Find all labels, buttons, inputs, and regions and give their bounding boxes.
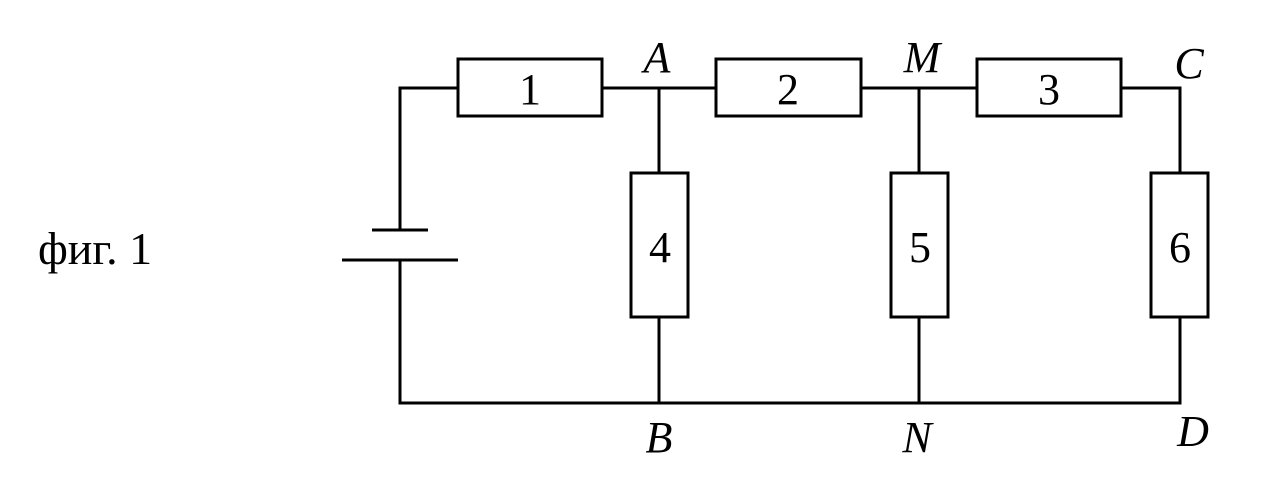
resistor-6-label: 6 xyxy=(1169,223,1191,272)
resistor-1: 1 xyxy=(456,57,604,118)
resistor-4: 4 xyxy=(629,171,690,319)
node-labels: A M C B N D xyxy=(641,33,1210,462)
node-label-m: M xyxy=(903,33,943,82)
battery-icon xyxy=(342,228,458,262)
node-label-n: N xyxy=(901,413,934,462)
resistor-5-label: 5 xyxy=(909,223,931,272)
resistor-1-body xyxy=(456,57,604,118)
resistor-2-label: 2 xyxy=(777,65,799,114)
resistor-3: 3 xyxy=(975,57,1123,118)
resistor-5-body xyxy=(889,171,950,319)
wire-r3-to-c xyxy=(1119,86,1182,175)
resistor-6: 6 xyxy=(1149,171,1210,319)
resistor-3-label: 3 xyxy=(1038,65,1060,114)
resistor-6-body xyxy=(1149,171,1210,319)
node-label-a: A xyxy=(641,33,672,82)
wires xyxy=(398,86,1182,405)
resistor-5: 5 xyxy=(889,171,950,319)
resistor-4-body xyxy=(629,171,690,319)
node-label-d: D xyxy=(1176,407,1209,456)
resistor-2-body xyxy=(714,57,863,118)
resistor-4-label: 4 xyxy=(649,223,671,272)
resistor-2: 2 xyxy=(714,57,863,118)
resistor-3-body xyxy=(975,57,1123,118)
node-label-c: C xyxy=(1174,39,1204,88)
resistor-1-label: 1 xyxy=(519,65,541,114)
wire-left-top xyxy=(398,86,460,232)
figure-caption: фиг. 1 xyxy=(38,223,152,274)
node-label-b: B xyxy=(646,413,673,462)
